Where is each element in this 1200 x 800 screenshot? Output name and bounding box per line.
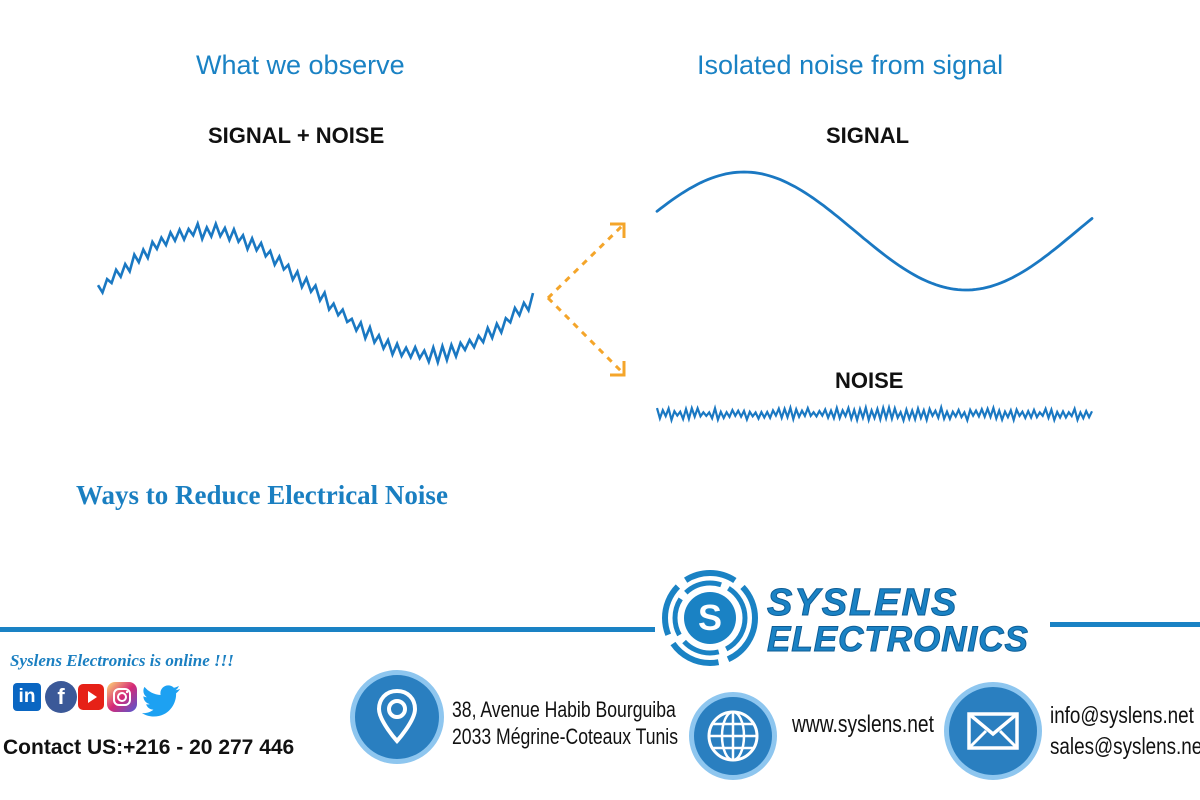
globe-icon [689,692,777,780]
facebook-icon[interactable]: f [45,681,77,713]
contact-phone: Contact US:+216 - 20 277 446 [3,736,295,759]
split-arrows [546,222,626,377]
clean-signal-wave [655,170,1094,292]
noise-diagram [96,170,1094,425]
website-link[interactable]: www.syslens.net [792,711,934,738]
address-line1: 38, Avenue Habib Bourguiba [452,697,676,722]
arrow-down-head [610,361,626,377]
footer-divider-right [1050,622,1200,627]
signal-noise-label: SIGNAL + NOISE [208,123,385,148]
linkedin-icon[interactable]: in [13,683,41,711]
instagram-icon[interactable] [107,682,137,712]
location-pin-icon [350,670,444,764]
arrow-up [546,224,624,300]
isolated-heading: Isolated noise from signal [697,50,1004,80]
online-text: Syslens Electronics is online !!! [10,651,234,670]
address-block: 38, Avenue Habib Bourguiba 2033 Mégrine-… [452,696,678,750]
footer-divider-left [0,627,655,632]
address-line2: 2033 Mégrine-Coteaux Tunis [452,724,678,749]
arrow-down [546,296,624,374]
syslens-logo-icon: S [662,570,758,666]
arrow-up-head [610,222,626,238]
envelope-icon [944,682,1042,780]
noise-wave [655,403,1093,425]
email-info[interactable]: info@syslens.net [1050,702,1194,728]
email-block: info@syslens.net sales@syslens.net [1050,700,1200,762]
brand-line1: SYSLENS [766,582,959,624]
brand-line2: ELECTRONICS [767,620,1029,659]
email-sales[interactable]: sales@syslens.net [1050,733,1200,759]
noise-label: NOISE [835,368,904,393]
noisy-signal-wave [96,219,535,367]
signal-label: SIGNAL [826,123,910,148]
youtube-icon[interactable] [78,684,104,710]
page-title: Ways to Reduce Electrical Noise [76,480,448,510]
logo-letter: S [698,597,722,638]
observe-heading: What we observe [196,50,405,80]
twitter-icon[interactable] [141,684,182,718]
